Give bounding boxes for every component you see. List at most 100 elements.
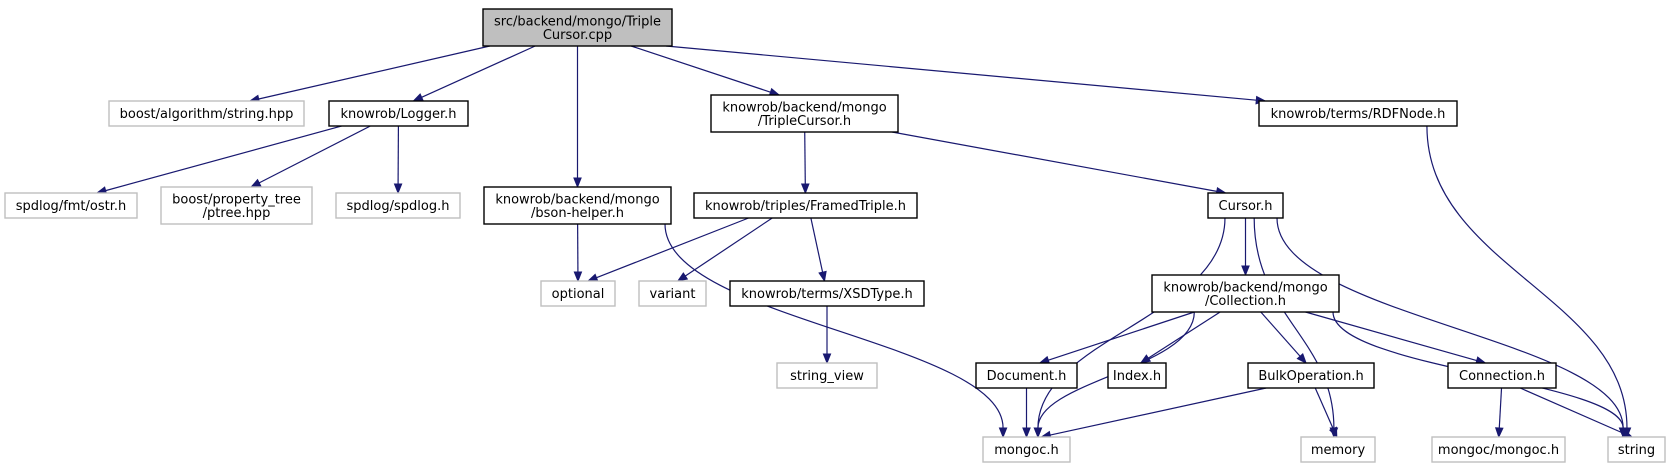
edge-collection-to-bulkop — [1260, 311, 1307, 365]
edge-cursor-to-string — [1276, 217, 1628, 439]
nodes-layer: src/backend/mongo/TripleCursor.cpp boost/… — [4, 8, 1666, 463]
edge-line — [596, 217, 749, 279]
node-label: Index.h — [1113, 369, 1161, 384]
node-box — [693, 192, 918, 219]
node-root[interactable]: src/backend/mongo/TripleCursor.cpp — [482, 8, 673, 47]
node-box — [483, 186, 672, 225]
edge-cursor-to-memory — [1253, 217, 1339, 439]
node-box — [1207, 192, 1284, 219]
edge-line — [258, 45, 490, 100]
node-label: knowrob/terms/RDFNode.h — [1271, 107, 1446, 122]
node-label: knowrob/backend/mongo — [722, 100, 886, 115]
node-optional: optional — [540, 280, 616, 307]
node-rdfnode[interactable]: knowrob/terms/RDFNode.h — [1258, 100, 1458, 127]
edge-arrowhead — [586, 273, 599, 282]
node-box — [335, 192, 461, 219]
edge-arrowhead — [1022, 427, 1031, 439]
node-document[interactable]: Document.h — [975, 362, 1078, 389]
edge-line — [630, 45, 771, 93]
node-string: string — [1607, 436, 1666, 463]
edge-arrowhead — [1494, 427, 1504, 439]
edge-line — [1253, 217, 1335, 429]
node-label: /ptree.hpp — [203, 206, 271, 221]
node-ptree: boost/property_tree/ptree.hpp — [160, 186, 313, 225]
node-mongoc: mongoc.h — [982, 436, 1071, 463]
node-bson-helper[interactable]: knowrob/backend/mongo/bson-helper.h — [483, 186, 672, 225]
edge-arrowhead — [818, 270, 827, 283]
node-mongoc-mongoc: mongoc/mongoc.h — [1431, 436, 1566, 463]
edge-line — [684, 217, 773, 277]
node-box — [4, 192, 138, 219]
node-xsdtype[interactable]: knowrob/terms/XSDType.h — [729, 280, 925, 307]
edge-line — [105, 125, 342, 192]
node-label: memory — [1311, 443, 1366, 458]
node-bulkop[interactable]: BulkOperation.h — [1247, 362, 1375, 389]
edge-arrowhead — [1241, 265, 1250, 277]
node-label: mongoc.h — [994, 443, 1059, 458]
edge-connection-to-mongoc-mongoc — [1494, 387, 1504, 439]
node-box — [328, 100, 469, 127]
edge-line — [258, 125, 371, 184]
edge-logger-to-ptree — [249, 125, 371, 188]
edge-root-to-triplecursor-h — [630, 45, 781, 97]
node-label: optional — [552, 287, 605, 302]
node-label: knowrob/backend/mongo — [495, 192, 659, 207]
node-label: /bson-helper.h — [531, 206, 624, 221]
node-spdlog: spdlog/spdlog.h — [335, 192, 461, 219]
edge-arrowhead — [1033, 427, 1043, 439]
edge-triplecursor-h-to-cursor — [891, 131, 1227, 196]
edges-layer — [95, 45, 1634, 440]
node-boost-string: boost/algorithm/string.hpp — [108, 100, 305, 127]
edge-line — [1498, 387, 1503, 429]
node-label: knowrob/Logger.h — [341, 107, 457, 122]
edge-line — [1426, 125, 1628, 429]
edge-bulkop-to-memory — [1314, 387, 1338, 439]
node-label: Cursor.h — [1219, 199, 1273, 214]
edge-cursor-to-collection — [1241, 218, 1250, 277]
edge-collection-to-index — [1139, 311, 1221, 364]
edge-arrowhead — [822, 353, 832, 365]
edge-line — [664, 223, 1004, 429]
node-box — [108, 100, 305, 127]
edge-logger-to-spdlog — [393, 125, 403, 195]
edge-framedtriple-to-xsdtype — [810, 217, 827, 283]
node-label: boost/property_tree — [172, 192, 301, 207]
node-index[interactable]: Index.h — [1107, 362, 1167, 389]
node-framedtriple[interactable]: knowrob/triples/FramedTriple.h — [693, 192, 918, 219]
node-label: knowrob/backend/mongo — [1163, 280, 1327, 295]
edge-bson-helper-to-mongoc — [664, 223, 1008, 439]
node-label: Cursor.cpp — [543, 28, 612, 43]
node-connection[interactable]: Connection.h — [1447, 362, 1557, 389]
node-label: boost/algorithm/string.hpp — [120, 107, 294, 122]
edge-collection-to-document — [1038, 311, 1195, 365]
node-label: spdlog/fmt/ostr.h — [16, 199, 127, 214]
edge-line — [810, 217, 824, 273]
edge-connection-to-string — [1519, 387, 1634, 438]
edge-line — [891, 131, 1217, 192]
edge-triplecursor-h-to-framedtriple — [800, 131, 810, 195]
node-box — [1447, 362, 1557, 389]
edge-arrowhead — [249, 178, 262, 188]
node-box — [1151, 274, 1340, 313]
edge-bulkop-to-mongoc — [1040, 387, 1267, 440]
node-box — [1258, 100, 1458, 127]
node-collection[interactable]: knowrob/backend/mongo/Collection.h — [1151, 274, 1340, 313]
node-label: knowrob/triples/FramedTriple.h — [705, 199, 906, 214]
node-label: BulkOperation.h — [1258, 369, 1363, 384]
node-label: string_view — [790, 369, 864, 384]
node-box — [1607, 436, 1666, 463]
edge-line — [1276, 217, 1624, 429]
node-logger[interactable]: knowrob/Logger.h — [328, 100, 469, 127]
node-variant: variant — [638, 280, 707, 307]
node-box — [710, 94, 899, 133]
node-triplecursor-h[interactable]: knowrob/backend/mongo/TripleCursor.h — [710, 94, 899, 133]
node-cursor[interactable]: Cursor.h — [1207, 192, 1284, 219]
node-box — [776, 362, 878, 389]
node-box — [975, 362, 1078, 389]
node-label: Document.h — [987, 369, 1067, 384]
edge-line — [665, 45, 1257, 101]
edge-arrowhead — [676, 272, 689, 282]
node-string-view: string_view — [776, 362, 878, 389]
node-box — [160, 186, 313, 225]
